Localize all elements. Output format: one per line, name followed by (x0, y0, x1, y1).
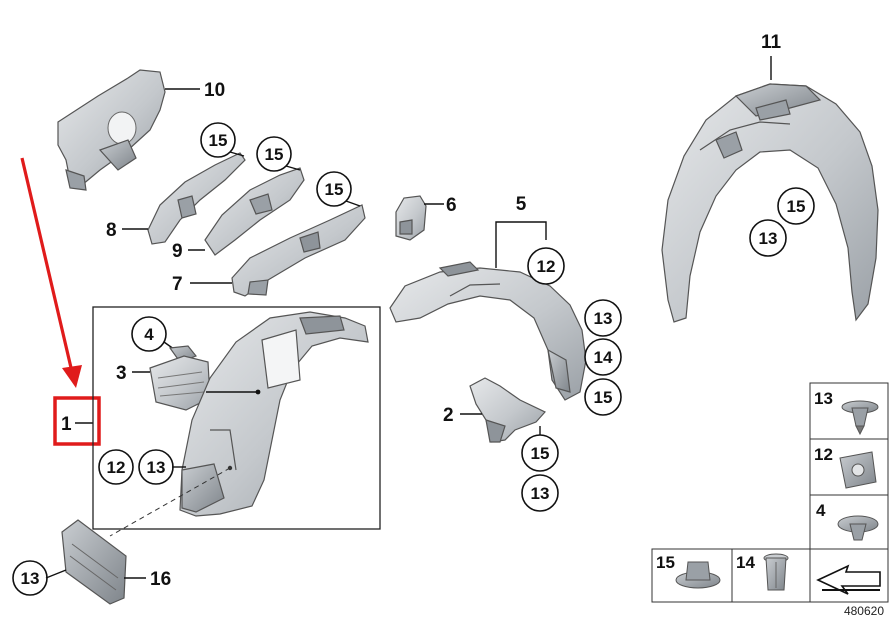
callout-13-d[interactable]: 13 (147, 458, 166, 477)
legend-label-15: 15 (656, 553, 675, 572)
part-1-wheel-arch-liner[interactable] (179, 311, 369, 517)
callout-12-b[interactable]: 12 (107, 458, 126, 477)
legend-label-4: 4 (816, 501, 826, 520)
part-6-clip[interactable] (395, 195, 427, 241)
callout-15-f[interactable]: 15 (787, 197, 806, 216)
legend-label-14: 14 (736, 553, 755, 572)
push-clip-icon (837, 515, 879, 541)
highlight-arrow-icon (20, 157, 82, 388)
label-10[interactable]: 10 (204, 80, 225, 101)
callout-4[interactable]: 4 (144, 325, 154, 344)
callout-12-a[interactable]: 12 (537, 257, 556, 276)
label-11[interactable]: 11 (761, 32, 782, 53)
direction-arrow-icon (816, 564, 881, 595)
callout-13-a[interactable]: 13 (594, 309, 613, 328)
label-8[interactable]: 8 (106, 220, 117, 241)
callout-13-c[interactable]: 13 (759, 229, 778, 248)
clip-fastener-icon (841, 400, 879, 436)
label-16[interactable]: 16 (150, 569, 171, 590)
part-2-bracket[interactable] (469, 377, 546, 443)
callout-15-e[interactable]: 15 (531, 444, 550, 463)
label-3[interactable]: 3 (116, 363, 127, 384)
part-10-shield[interactable] (57, 69, 166, 191)
label-1[interactable]: 1 (61, 414, 72, 435)
part-11-wheel-arch-liner[interactable] (661, 83, 879, 323)
callout-15-c[interactable]: 15 (325, 180, 344, 199)
fastener-legend (651, 382, 889, 603)
part-7-bracket[interactable] (231, 204, 366, 297)
part-9-bracket[interactable] (204, 167, 305, 256)
legend-label-12: 12 (814, 445, 833, 464)
label-7[interactable]: 7 (172, 274, 183, 295)
assembly-1-frame (92, 306, 381, 530)
hex-nut-icon (675, 561, 721, 589)
part-8-bracket[interactable] (147, 152, 246, 245)
label-9[interactable]: 9 (172, 241, 183, 262)
part-5-wheel-arch-liner[interactable] (389, 261, 587, 401)
label-2[interactable]: 2 (443, 405, 454, 426)
legend-label-13: 13 (814, 389, 833, 408)
part-16-cover[interactable] (61, 519, 127, 605)
callout-15-a[interactable]: 15 (209, 131, 228, 150)
reference-number: 480620 (844, 604, 884, 618)
callout-15-d[interactable]: 15 (594, 388, 613, 407)
spreader-nut-icon (763, 553, 789, 591)
callout-14[interactable]: 14 (594, 348, 613, 367)
callout-13-b[interactable]: 13 (531, 484, 550, 503)
nut-fastener-icon (839, 451, 877, 489)
highlight-box (53, 396, 101, 446)
label-6[interactable]: 6 (446, 195, 457, 216)
label-5[interactable]: 5 (516, 194, 527, 215)
callout-13-e[interactable]: 13 (21, 569, 40, 588)
callout-15-b[interactable]: 15 (265, 145, 284, 164)
